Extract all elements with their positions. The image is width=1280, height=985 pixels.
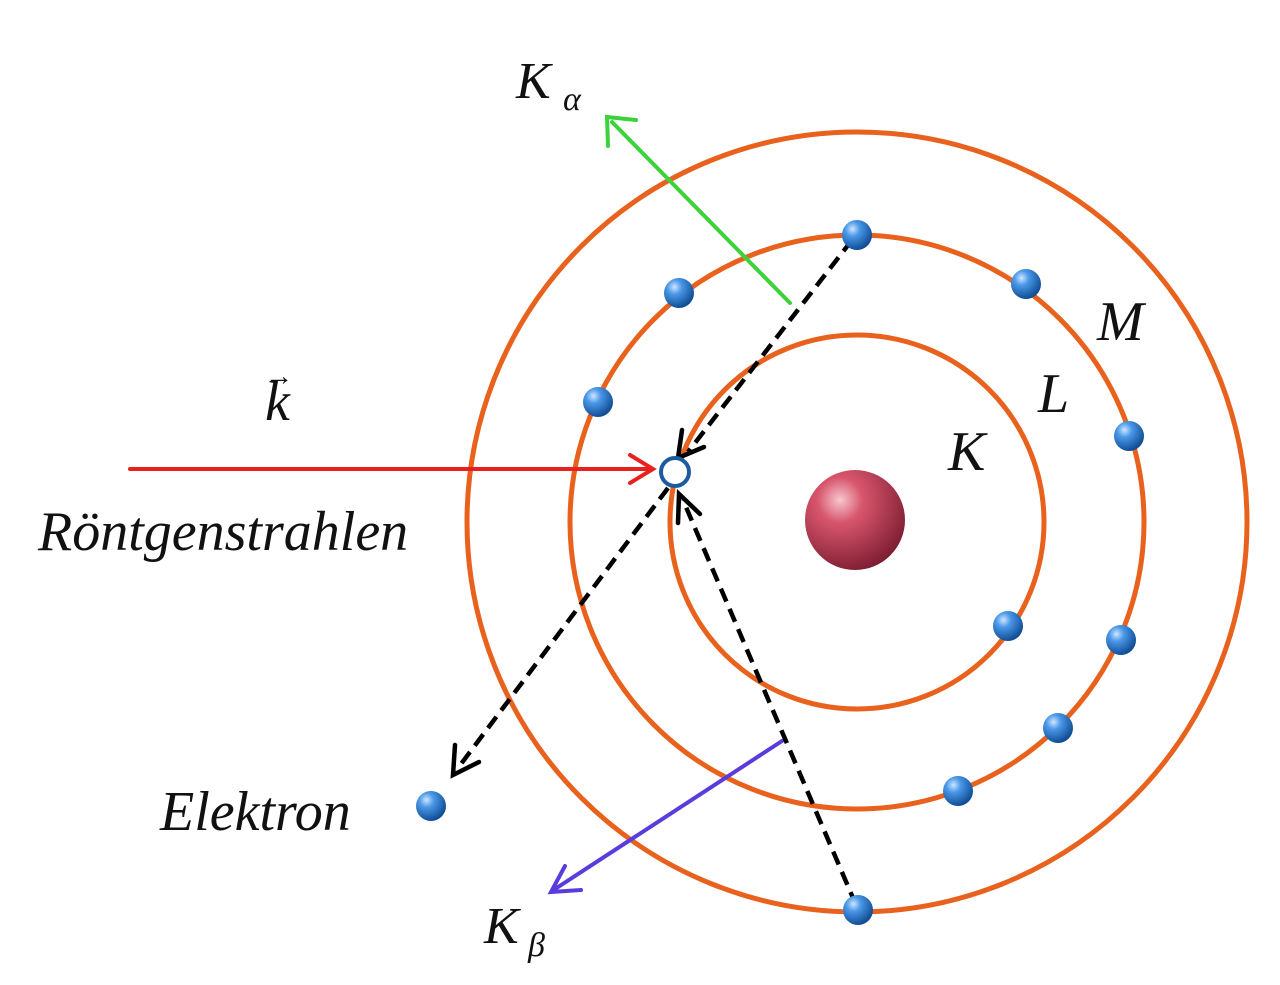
electron xyxy=(1043,713,1073,743)
electron xyxy=(583,387,613,417)
m-to-k-transition-arrow xyxy=(675,488,859,906)
electron-label: Elektron xyxy=(159,781,351,843)
k-alpha-subscript: α xyxy=(563,81,582,118)
electron xyxy=(993,611,1023,641)
electron xyxy=(1011,269,1041,299)
electron xyxy=(1106,625,1136,655)
k-beta-subscript: β xyxy=(527,927,545,964)
electron xyxy=(843,895,873,925)
ejected-electron xyxy=(416,791,446,821)
k-shell-vacancy xyxy=(659,456,691,488)
k-alpha-label: K xyxy=(515,53,553,110)
l-shell-label: L xyxy=(1037,363,1069,425)
wave-vector-arrow: → xyxy=(265,361,293,392)
k-alpha-arrow xyxy=(604,114,792,305)
ejected-electron-path xyxy=(450,486,670,779)
xray-label: Röntgenstrahlen xyxy=(37,501,408,563)
electron xyxy=(943,776,973,806)
electron xyxy=(842,220,872,250)
m-shell-label: M xyxy=(1096,291,1147,353)
electron xyxy=(1114,421,1144,451)
wave-vector-label: k xyxy=(265,371,291,433)
k-shell-label: K xyxy=(947,421,988,483)
nucleus xyxy=(805,470,905,570)
k-shell-orbit xyxy=(667,332,1047,712)
l-to-k-transition-arrow xyxy=(675,238,854,462)
electrons xyxy=(416,220,1144,925)
k-beta-arrow xyxy=(547,739,784,895)
electron xyxy=(664,278,694,308)
xray-arrow xyxy=(128,453,657,485)
k-beta-label: K xyxy=(483,898,521,955)
